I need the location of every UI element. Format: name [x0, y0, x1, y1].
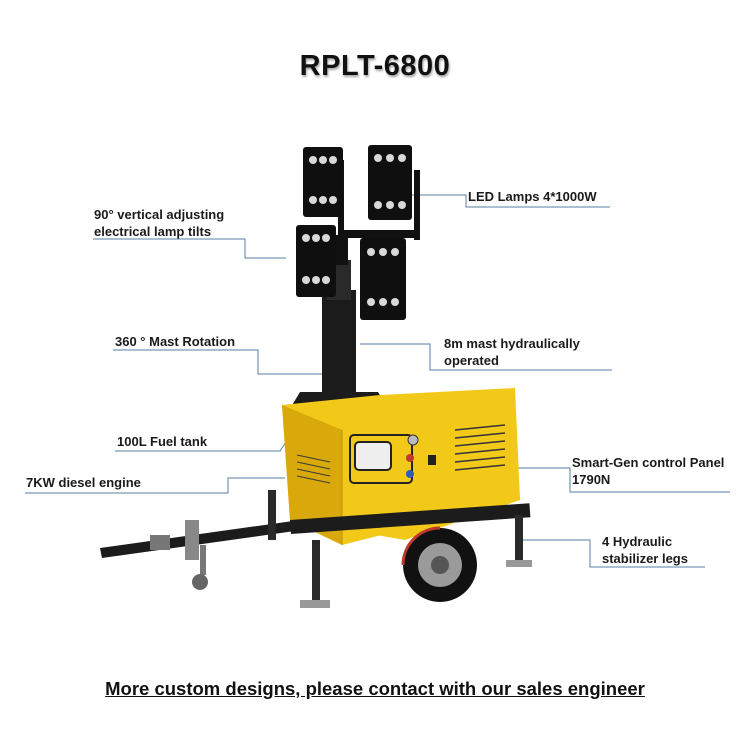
- wheel: [401, 526, 477, 602]
- led-lamp-4: [360, 238, 406, 320]
- label-tilt-line1: 90° vertical adjusting: [94, 207, 225, 222]
- label-engine: 7KW diesel engine: [26, 475, 141, 490]
- leader-engine: [25, 477, 285, 494]
- stabilizer-legs: [192, 490, 532, 608]
- leader-lines: [25, 194, 730, 568]
- label-mast-line2: operated: [444, 353, 499, 368]
- genset-body: [282, 388, 520, 545]
- product-title: RPLT-6800: [299, 50, 451, 82]
- label-panel-line2: 1790N: [572, 472, 611, 487]
- control-panel-window: [354, 441, 392, 471]
- label-mast-line1: 8m mast hydraulically: [444, 336, 580, 351]
- leader-tilt: [93, 238, 286, 259]
- label-legs-line2: stabilizer legs: [602, 551, 688, 566]
- contact-footer: More custom designs, please contact with…: [105, 678, 645, 699]
- trailer-frame: [100, 503, 531, 560]
- mast: [322, 290, 356, 400]
- led-lamp-3: [296, 225, 336, 297]
- leader-mast: [360, 343, 612, 371]
- label-fuel-tank: 100L Fuel tank: [117, 434, 208, 449]
- leader-legs: [522, 539, 705, 568]
- label-tilt-line2: electrical lamp tilts: [94, 224, 212, 239]
- label-legs-line1: 4 Hydraulic: [602, 534, 673, 549]
- led-lamp-1: [303, 147, 343, 217]
- leader-led-lamps: [410, 194, 610, 208]
- leader-rotation: [113, 349, 322, 375]
- label-panel-line1: Smart-Gen control Panel: [572, 455, 725, 470]
- label-mast-rotation: 360 ° Mast Rotation: [115, 334, 236, 349]
- led-lamp-2: [368, 145, 412, 220]
- label-led-lamps: LED Lamps 4*1000W: [468, 189, 597, 204]
